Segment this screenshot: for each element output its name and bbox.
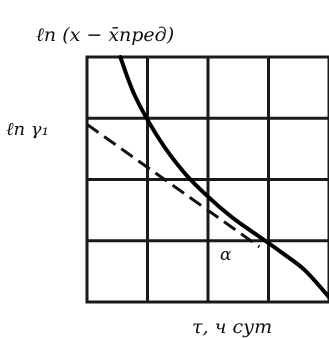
- angle-label: α: [220, 245, 232, 265]
- y-intercept-label: ℓn γ₁: [6, 119, 49, 140]
- chart-frame: [85, 55, 329, 304]
- chart-grid: [87, 57, 329, 302]
- y-axis-label: ℓn (x − x̄пред): [36, 24, 174, 46]
- tangent-line-dashed: [86, 123, 261, 249]
- x-axis-label: τ, ч сут: [192, 316, 272, 338]
- series-curve-solid: [118, 55, 329, 300]
